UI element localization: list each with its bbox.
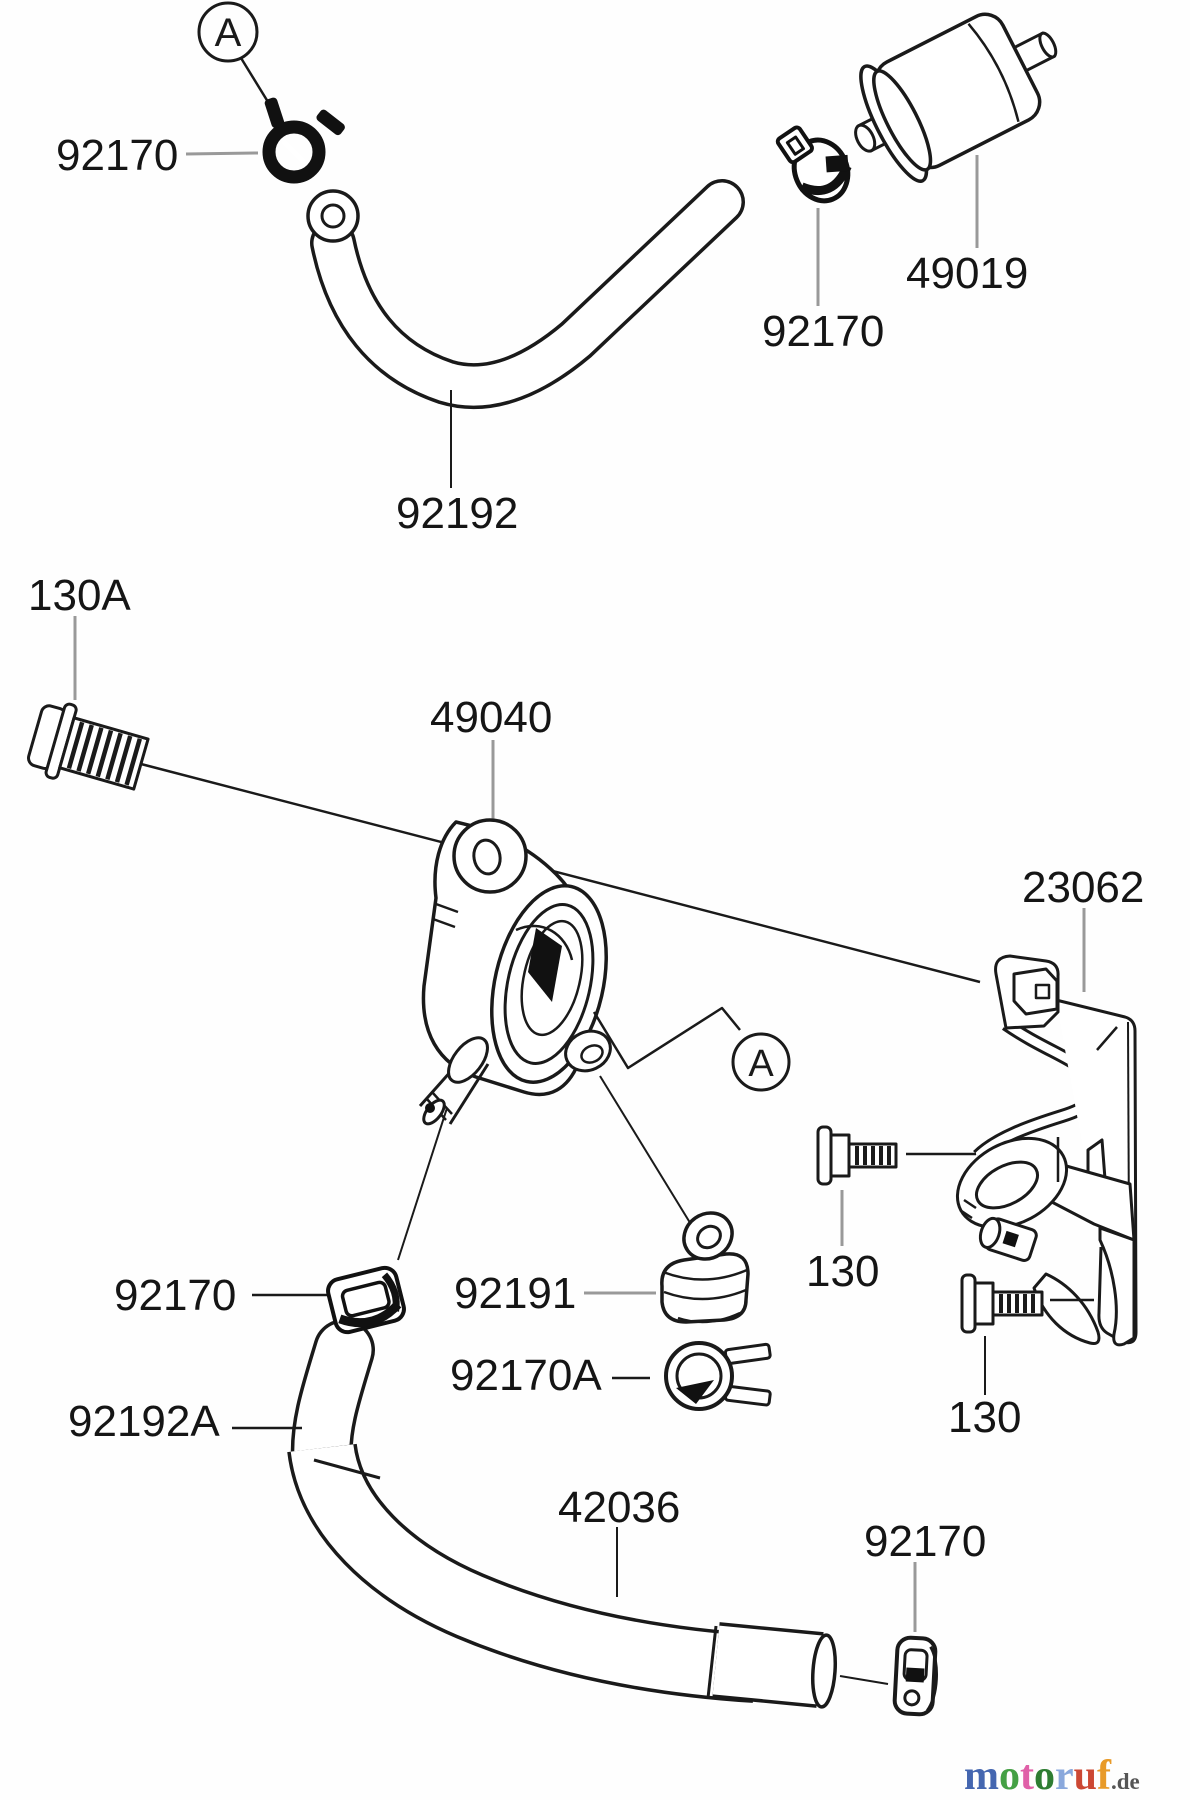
- part-label-92192: 92192: [396, 489, 519, 538]
- part-label-92192a: 92192A: [68, 1397, 220, 1446]
- clamp-mid-left-92170: [252, 1265, 406, 1335]
- fuel-pump-49040: [418, 740, 612, 1126]
- line-pump-to-elbow: [599, 1075, 693, 1227]
- bolt-axis-line: [140, 762, 981, 984]
- logo-letter: o: [1034, 1753, 1055, 1799]
- bolt-130a: [27, 616, 150, 791]
- logo-letter: m: [964, 1753, 999, 1799]
- callout-a-middle: A: [592, 1006, 791, 1092]
- callout-a-mid-letter: A: [748, 1043, 774, 1085]
- logo-letter: o: [999, 1753, 1020, 1799]
- part-label-49040: 49040: [430, 693, 553, 742]
- callout-a-top: A: [215, 11, 242, 55]
- logo-letter: t: [1020, 1753, 1034, 1799]
- part-label-92170-bottom-right: 92170: [864, 1517, 987, 1566]
- bolt-130-upper: [816, 1125, 976, 1246]
- part-label-92170-top-left: 92170: [56, 131, 179, 180]
- part-label-130-lower: 130: [948, 1393, 1022, 1442]
- line-pump-to-clamp: [397, 1107, 448, 1261]
- hose-lower-and-tube: [232, 1319, 889, 1709]
- part-label-49019: 49019: [906, 249, 1029, 298]
- part-label-92170-mid-left: 92170: [114, 1271, 237, 1320]
- clamp-bottom-right-92170: [892, 1562, 938, 1717]
- logo-letter: u: [1073, 1753, 1098, 1799]
- part-label-42036: 42036: [558, 1483, 681, 1532]
- fuel-filter-49019: [854, 12, 1058, 248]
- part-label-23062: 23062: [1022, 863, 1145, 912]
- logo-suffix: .de: [1111, 1769, 1140, 1794]
- clamp-top-left-92170: A: [185, 1, 345, 184]
- part-label-130a: 130A: [28, 571, 131, 620]
- part-label-92170-filter: 92170: [762, 307, 885, 356]
- elbow-92191: [584, 1211, 750, 1324]
- part-label-130-upper: 130: [806, 1247, 880, 1296]
- logo-letter: r: [1055, 1753, 1074, 1799]
- hose-upper-92192: [306, 179, 745, 409]
- motoruf-logo: motoruf.de: [964, 1752, 1140, 1800]
- clamp-filter-92170: [775, 125, 852, 306]
- part-label-92170a: 92170A: [450, 1351, 602, 1400]
- bracket-23062: [955, 908, 1138, 1347]
- bolt-130-lower: [960, 1273, 1094, 1395]
- clamp-92170a: [612, 1341, 772, 1411]
- logo-letter: f: [1097, 1753, 1112, 1799]
- part-label-92191: 92191: [454, 1269, 577, 1318]
